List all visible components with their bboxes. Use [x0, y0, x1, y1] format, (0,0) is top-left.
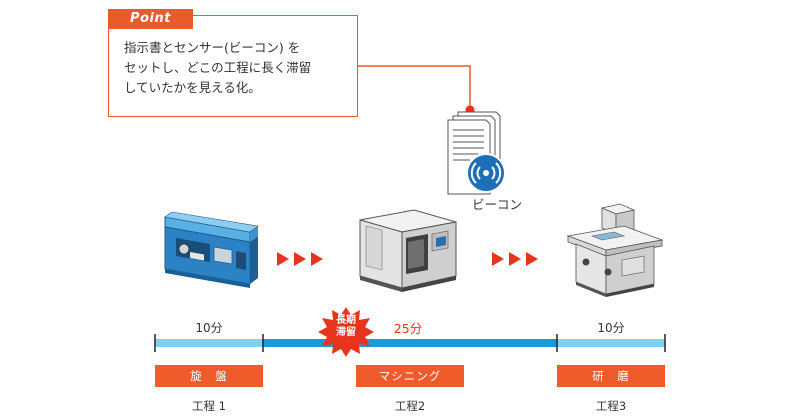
timeline-segment-3	[557, 339, 665, 347]
point-tag: Point	[108, 9, 193, 29]
triple-arrow-icon	[492, 252, 538, 266]
step-1-name: 工程 1	[192, 399, 226, 413]
point-text-line: 指示書とセンサー(ビーコン) を	[124, 40, 301, 55]
point-text: 指示書とセンサー(ビーコン) を セットし、どこの工程に長く滞留 していたかを見…	[124, 38, 350, 98]
stagnation-badge-text: 長期 滞留	[316, 315, 376, 339]
machining-center-icon	[359, 209, 457, 292]
timeline-segment-1	[155, 339, 263, 347]
triple-arrow-icon	[277, 252, 323, 266]
duration-label-1: 10分	[195, 321, 223, 335]
point-text-line: していたかを見える化。	[124, 80, 261, 95]
stagnation-badge-line: 長期	[336, 315, 356, 326]
grinder-machine-icon	[566, 203, 664, 297]
duration-label-3: 10分	[597, 321, 625, 335]
timeline-segment-2	[263, 339, 557, 347]
beacon-icon	[466, 153, 506, 193]
step-2-name: 工程2	[394, 399, 426, 413]
point-callout	[108, 15, 358, 117]
step-lathe-button: 旋 盤	[155, 365, 263, 387]
stagnation-badge-line: 滞留	[336, 327, 356, 338]
duration-label-2: 25分	[393, 321, 423, 336]
point-text-line: セットし、どこの工程に長く滞留	[124, 60, 312, 75]
stagnation-badge	[318, 307, 374, 357]
step-machining-button: マシニング	[356, 365, 464, 387]
step-grinding-button: 研 磨	[557, 365, 665, 387]
step-3-name: 工程3	[595, 399, 627, 413]
lathe-machine-icon	[164, 212, 259, 288]
beacon-label: ビーコン	[471, 197, 522, 212]
